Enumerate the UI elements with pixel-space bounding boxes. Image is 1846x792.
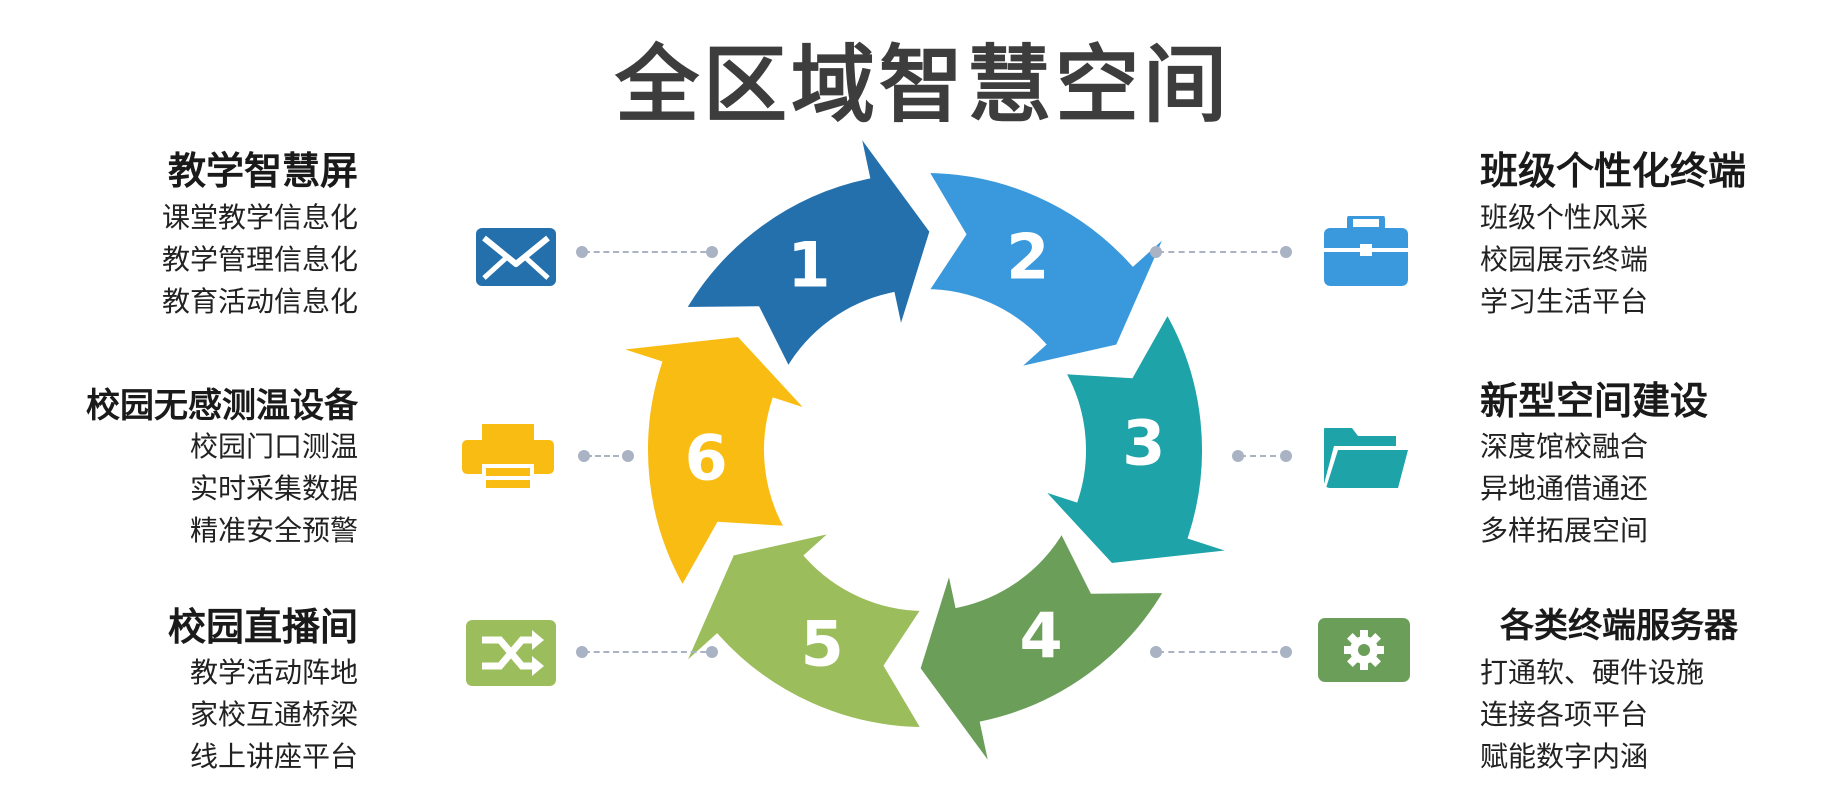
list-item: 深度馆校融合 [1480, 430, 1649, 463]
list-item: 赋能数字内涵 [1480, 740, 1649, 773]
connector-dot [1280, 646, 1292, 658]
cycle-number-5: 5 [801, 607, 844, 680]
connector-dot [1232, 450, 1244, 462]
cycle-number-6: 6 [685, 422, 728, 495]
list-item: 课堂教学信息化 [161, 201, 358, 234]
list-item: 家校互通桥梁 [189, 698, 358, 731]
connector-dot [706, 646, 718, 658]
heading-live-studio: 校园直播间 [167, 605, 358, 649]
heading-terminal-servers: 各类终端服务器 [1500, 606, 1738, 646]
cycle-segment-3 [1027, 303, 1240, 570]
connector-line [586, 455, 628, 457]
page-title: 全区域智慧空间 [614, 36, 1231, 134]
list-item: 班级个性风采 [1480, 201, 1649, 234]
connector-line [584, 251, 716, 253]
list-item: 连接各项平台 [1480, 698, 1649, 731]
cycle-segment-2 [919, 166, 1173, 377]
connector-dot [576, 646, 588, 658]
heading-class-terminal: 班级个性化终端 [1480, 149, 1747, 193]
cycle-segment-1 [677, 125, 936, 378]
cycle-number-2: 2 [1006, 221, 1049, 294]
connector-line [1240, 455, 1286, 457]
connector-line [584, 651, 716, 653]
list-item: 校园展示终端 [1480, 243, 1649, 276]
list-item: 打通软、硬件设施 [1480, 656, 1705, 689]
list-item: 多样拓展空间 [1480, 514, 1649, 547]
cycle-number-4: 4 [1019, 600, 1062, 673]
list-item: 校园门口测温 [189, 430, 358, 463]
heading-teaching-screen: 教学智慧屏 [167, 149, 358, 193]
list-item: 学习生活平台 [1480, 285, 1649, 318]
connector-dot [1280, 246, 1292, 258]
list-item: 教学管理信息化 [161, 243, 358, 276]
gear-icon [1318, 618, 1410, 682]
list-item: 线上讲座平台 [189, 740, 358, 773]
heading-new-space: 新型空间建设 [1480, 379, 1709, 423]
list-item: 教学活动阵地 [189, 656, 358, 689]
mail-icon [476, 228, 556, 286]
connector-dot [706, 246, 718, 258]
connector-dot [576, 246, 588, 258]
connector-dot [1150, 246, 1162, 258]
connector-dot [622, 450, 634, 462]
printer-icon [462, 424, 554, 488]
connector-line [1158, 251, 1288, 253]
list-item: 教育活动信息化 [161, 285, 358, 318]
cycle-segment-6 [610, 330, 823, 597]
list-item: 精准安全预警 [189, 514, 358, 547]
cycle-segment-5 [677, 523, 931, 734]
briefcase-icon [1324, 216, 1408, 286]
connector-line [1158, 651, 1288, 653]
folder-icon [1324, 428, 1408, 488]
connector-dot [1150, 646, 1162, 658]
connector-dot [578, 450, 590, 462]
cycle-segment-4 [914, 522, 1173, 775]
list-item: 异地通借通还 [1480, 472, 1649, 505]
cycle-number-1: 1 [787, 228, 830, 301]
shuffle-icon [466, 620, 556, 686]
list-item: 实时采集数据 [189, 472, 358, 505]
heading-temperature-device: 校园无感测温设备 [86, 386, 358, 426]
cycle-number-3: 3 [1122, 406, 1165, 479]
connector-dot [1280, 450, 1292, 462]
